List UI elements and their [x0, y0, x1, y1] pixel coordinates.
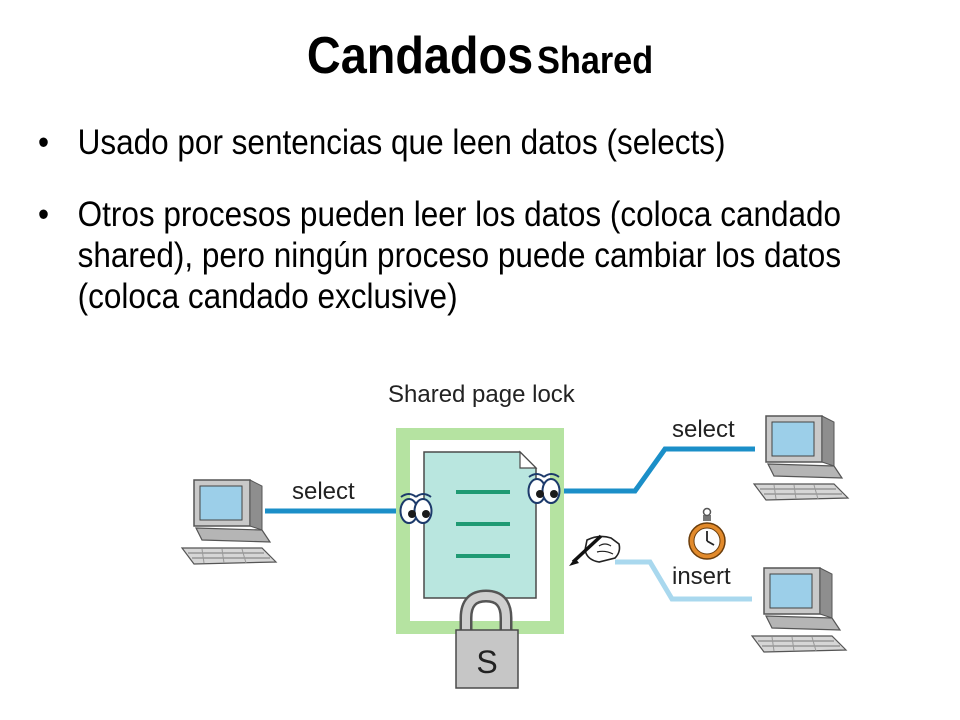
select-label-right: select: [672, 416, 735, 443]
computer-icon: [751, 567, 847, 653]
insert-line-waiting: [615, 559, 752, 602]
data-page-icon: [423, 450, 538, 599]
shared-page-lock-label: Shared page lock: [388, 381, 576, 408]
computer-icon: [181, 479, 277, 565]
bullet-dot: •: [38, 123, 50, 162]
bullet-text: Usado por sentencias que leen datos (sel…: [77, 123, 726, 162]
select-label-left: select: [292, 478, 355, 505]
bullet-item: • Usado por sentencias que leen datos (s…: [38, 122, 925, 163]
bullet-item: • Otros procesos pueden leer los datos (…: [38, 194, 925, 317]
select-line-right: [555, 446, 755, 494]
computer-icon: [753, 415, 849, 501]
title-main: Candados: [306, 27, 534, 85]
bullet-list: • Usado por sentencias que leen datos (s…: [38, 122, 925, 317]
bullet-text: Otros procesos pueden leer los datos (co…: [77, 195, 842, 316]
pen-hand-icon: [569, 534, 621, 566]
slide-title: Candados Shared: [48, 26, 912, 86]
title-sub: Shared: [537, 40, 654, 82]
stopwatch-icon: [688, 507, 726, 560]
lock-letter: S: [476, 644, 497, 680]
insert-label: insert: [672, 563, 731, 590]
padlock-icon: S: [455, 589, 519, 689]
bullet-dot: •: [38, 195, 50, 234]
